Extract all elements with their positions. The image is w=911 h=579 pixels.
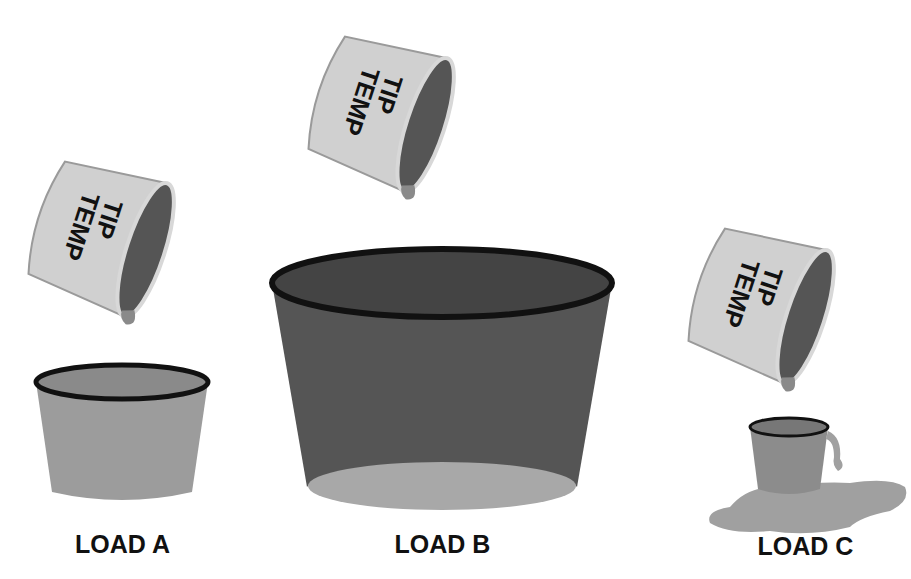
pitcher-spout xyxy=(778,374,797,394)
load-container: LOAD B xyxy=(265,245,620,570)
cup-rim xyxy=(750,418,828,436)
pitcher-mouth xyxy=(386,52,465,197)
pitcher-spout xyxy=(398,182,417,202)
bucket-rim xyxy=(272,249,612,317)
bucket-shape xyxy=(30,360,215,520)
bucket-rim xyxy=(36,365,208,399)
spill-drip xyxy=(826,431,843,471)
tip-temp-pitcher: TIP TEMP xyxy=(10,142,190,328)
cup-shape xyxy=(700,415,911,535)
tip-temp-pitcher: TIP TEMP xyxy=(290,17,470,203)
load-label: LOAD B xyxy=(265,530,620,559)
pitcher-mouth xyxy=(766,244,845,389)
load-label: LOAD A xyxy=(30,530,215,559)
load-container: LOAD C xyxy=(700,415,911,570)
load-label: LOAD C xyxy=(700,532,911,561)
tip-temp-pitcher: TIP TEMP xyxy=(670,209,850,395)
load-container: LOAD A xyxy=(30,360,215,560)
bucket-shape xyxy=(265,245,620,530)
bucket-bottom xyxy=(308,462,576,510)
pitcher-spout xyxy=(118,307,137,327)
pitcher-mouth xyxy=(106,177,185,322)
